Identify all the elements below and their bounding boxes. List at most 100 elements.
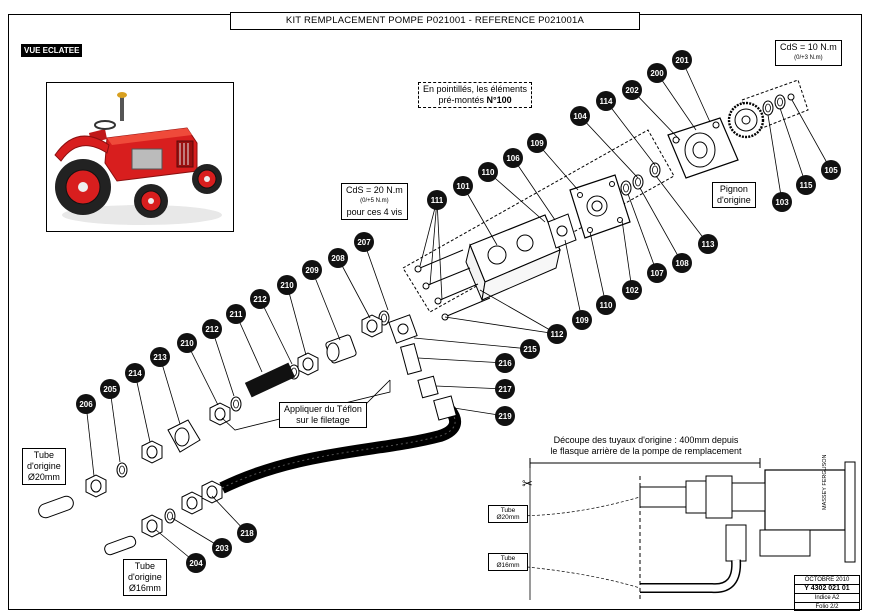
title-block-index: Indice A2 xyxy=(795,594,859,603)
seal-108 xyxy=(632,174,644,190)
fitting-215 xyxy=(388,314,418,344)
tube16-line-2: d'origine xyxy=(128,572,162,582)
badge-212a: 212 xyxy=(250,289,270,309)
cut-line-2: le flasque arrière de la pompe de rempla… xyxy=(550,446,742,456)
brand-label: MASSEY FERGUSON xyxy=(822,454,828,510)
detail-tube16-line-2: Ø16mm xyxy=(496,562,520,569)
svg-text:110: 110 xyxy=(482,168,495,177)
svg-text:206: 206 xyxy=(79,400,93,409)
svg-text:107: 107 xyxy=(650,269,664,278)
preassembled-outline xyxy=(402,129,675,313)
badge-210b: 210 xyxy=(177,333,197,353)
svg-text:204: 204 xyxy=(189,559,203,568)
tube-16mm xyxy=(104,535,137,556)
elbow-216 xyxy=(400,343,422,375)
svg-text:201: 201 xyxy=(675,56,689,65)
torque-10-tolerance: (0/+3 N.m) xyxy=(794,55,823,61)
teflon-note: Appliquer du Téflon sur le filetage xyxy=(279,402,367,428)
badge-212b: 212 xyxy=(202,319,222,339)
svg-text:113: 113 xyxy=(702,240,715,249)
fitting-219 xyxy=(433,395,457,421)
washer-103 xyxy=(762,100,774,116)
drive-pinion xyxy=(727,101,765,139)
badge-106: 106 xyxy=(503,148,523,168)
title-block: OCTOBRE 2010 Y 4302 021 01 Indice A2 Fol… xyxy=(794,575,860,611)
pinion-note: Pignon d'origine xyxy=(712,182,756,208)
ferrule-203 xyxy=(164,508,176,524)
torque-20-scope: pour ces 4 vis xyxy=(346,207,403,217)
badge-215: 215 xyxy=(520,339,540,359)
badge-112: 112 xyxy=(547,324,567,344)
svg-text:108: 108 xyxy=(675,259,689,268)
seal-212b xyxy=(230,396,242,412)
badge-103: 103 xyxy=(772,192,792,212)
nut-204 xyxy=(141,514,163,538)
svg-text:209: 209 xyxy=(305,266,319,275)
nut-208 xyxy=(361,314,383,338)
view-label: VUE ECLATEE xyxy=(21,44,83,57)
badge-110b: 110 xyxy=(596,295,616,315)
badge-204: 204 xyxy=(186,553,206,573)
nut-213 xyxy=(167,419,201,453)
title-block-date: OCTOBRE 2010 xyxy=(795,576,859,585)
svg-text:210: 210 xyxy=(180,339,194,348)
badge-213: 213 xyxy=(150,347,170,367)
svg-text:208: 208 xyxy=(331,254,345,263)
scissors-icon: ✂ xyxy=(522,476,533,491)
badge-105: 105 xyxy=(821,160,841,180)
tractor-illustration xyxy=(47,83,233,231)
badge-214: 214 xyxy=(125,363,145,383)
torque-note-10nm: CdS = 10 N.m (0/+3 N.m) xyxy=(775,40,842,66)
svg-text:216: 216 xyxy=(498,359,512,368)
svg-text:110: 110 xyxy=(600,301,613,310)
tube20-line-2: d'origine xyxy=(27,461,61,471)
badge-208: 208 xyxy=(328,248,348,268)
badge-109b: 109 xyxy=(572,310,592,330)
preassembled-ref: N°100 xyxy=(486,95,512,105)
svg-text:106: 106 xyxy=(506,154,520,163)
detail-tube20-line-2: Ø20mm xyxy=(496,514,520,521)
badge-115: 115 xyxy=(796,175,816,195)
svg-text:205: 205 xyxy=(103,385,117,394)
adapter-209 xyxy=(325,334,357,364)
tube16-line-3: Ø16mm xyxy=(128,583,161,593)
svg-text:115: 115 xyxy=(800,181,813,190)
svg-text:212: 212 xyxy=(205,325,219,334)
nut-115 xyxy=(774,94,786,110)
torque-20-value: CdS = 20 N.m xyxy=(346,185,403,195)
badge-219: 219 xyxy=(495,406,515,426)
badge-109a: 109 xyxy=(527,133,547,153)
torque-note-20nm: CdS = 20 N.m (0/+5 N.m) pour ces 4 vis xyxy=(341,183,408,220)
ferrule-205 xyxy=(116,462,128,478)
svg-text:105: 105 xyxy=(824,166,838,175)
svg-text:212: 212 xyxy=(253,295,267,304)
badge-104: 104 xyxy=(570,106,590,126)
pinion-line-2: d'origine xyxy=(717,195,751,205)
adapter-214 xyxy=(141,440,163,464)
title-block-folio: Folio 2/2 xyxy=(815,604,839,610)
sheet-title: KIT REMPLACEMENT POMPE P021001 - REFEREN… xyxy=(230,12,640,30)
svg-text:210: 210 xyxy=(280,281,294,290)
badge-101: 101 xyxy=(453,176,473,196)
preassembled-note: En pointillés, les éléments pré-montés N… xyxy=(418,82,533,108)
nut-206 xyxy=(85,474,107,498)
badge-102: 102 xyxy=(622,280,642,300)
svg-text:202: 202 xyxy=(625,86,639,95)
svg-text:112: 112 xyxy=(551,330,564,339)
title-block-reference: Y 4302 021 01 xyxy=(795,585,859,594)
badge-218: 218 xyxy=(237,523,257,543)
svg-text:211: 211 xyxy=(230,310,243,319)
pump-body xyxy=(465,214,561,302)
svg-text:114: 114 xyxy=(600,97,613,106)
svg-text:218: 218 xyxy=(240,529,254,538)
torque-20-tolerance: (0/+5 N.m) xyxy=(360,198,389,204)
tube-20mm xyxy=(38,495,74,519)
svg-text:207: 207 xyxy=(357,238,371,247)
badge-202: 202 xyxy=(622,80,642,100)
svg-text:111: 111 xyxy=(431,196,444,205)
pump-flange xyxy=(569,174,631,239)
badge-217: 217 xyxy=(495,379,515,399)
pinion-line-1: Pignon xyxy=(719,184,748,194)
cut-line-1: Découpe des tuyaux d'origine : 400mm dep… xyxy=(553,435,739,445)
